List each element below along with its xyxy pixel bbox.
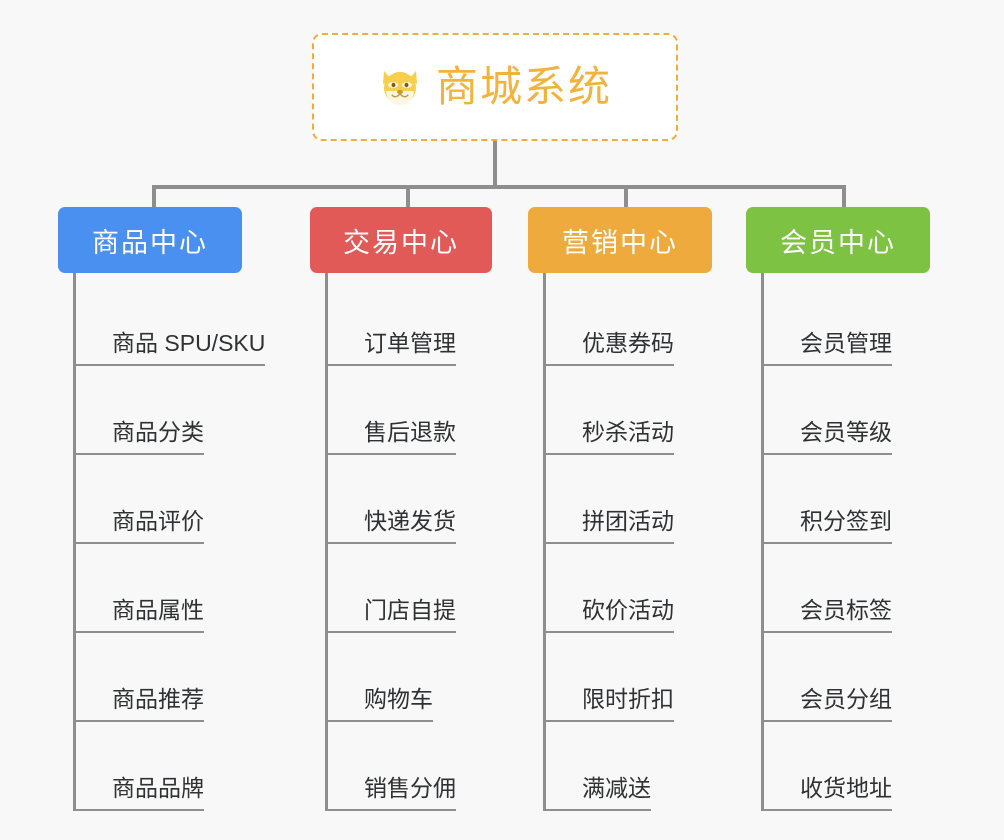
leaf-label: 售后退款: [328, 418, 456, 455]
leaf-item[interactable]: 会员等级: [764, 366, 930, 455]
leaf-label: 会员等级: [764, 418, 892, 455]
leaf-label: 门店自提: [328, 596, 456, 633]
leaf-label: 商品品牌: [76, 774, 204, 811]
leaf-item[interactable]: 商品推荐: [76, 633, 242, 722]
leaf-label: 秒杀活动: [546, 418, 674, 455]
branch-items-2: 优惠券码 秒杀活动 拼团活动 砍价活动 限时折扣 满减送: [543, 273, 712, 811]
leaf-item[interactable]: 优惠券码: [546, 277, 712, 366]
leaf-label: 收货地址: [764, 774, 892, 811]
leaf-item[interactable]: 快递发货: [328, 455, 492, 544]
connector-horizontal-bar: [152, 185, 846, 189]
category-header-3[interactable]: 会员中心: [746, 207, 930, 273]
leaf-item[interactable]: 订单管理: [328, 277, 492, 366]
leaf-item[interactable]: 会员管理: [764, 277, 930, 366]
leaf-label: 订单管理: [328, 329, 456, 366]
leaf-label: 商品分类: [76, 418, 204, 455]
leaf-item[interactable]: 满减送: [546, 722, 712, 811]
leaf-label: 商品属性: [76, 596, 204, 633]
root-node[interactable]: 商城系统: [312, 33, 678, 141]
leaf-label: 砍价活动: [546, 596, 674, 633]
leaf-item[interactable]: 商品分类: [76, 366, 242, 455]
leaf-item[interactable]: 积分签到: [764, 455, 930, 544]
leaf-item[interactable]: 限时折扣: [546, 633, 712, 722]
leaf-label: 限时折扣: [546, 685, 674, 722]
leaf-item[interactable]: 销售分佣: [328, 722, 492, 811]
connector-drop-1: [406, 185, 410, 207]
category-label: 会员中心: [780, 227, 896, 258]
category-header-1[interactable]: 交易中心: [310, 207, 492, 273]
leaf-label: 满减送: [546, 774, 651, 811]
branch-column-0: 商品中心 商品 SPU/SKU 商品分类 商品评价 商品属性 商品推荐 商品品牌: [58, 207, 266, 811]
leaf-item[interactable]: 砍价活动: [546, 544, 712, 633]
leaf-label: 会员标签: [764, 596, 892, 633]
leaf-label: 商品 SPU/SKU: [76, 329, 266, 366]
category-label: 交易中心: [343, 227, 459, 258]
leaf-label: 商品推荐: [76, 685, 204, 722]
leaf-item[interactable]: 门店自提: [328, 544, 492, 633]
branch-column-3: 会员中心 会员管理 会员等级 积分签到 会员标签 会员分组 收货地址: [746, 207, 930, 811]
leaf-item[interactable]: 会员分组: [764, 633, 930, 722]
leaf-item[interactable]: 秒杀活动: [546, 366, 712, 455]
branch-items-3: 会员管理 会员等级 积分签到 会员标签 会员分组 收货地址: [761, 273, 930, 811]
category-header-0[interactable]: 商品中心: [58, 207, 242, 273]
leaf-label: 会员分组: [764, 685, 892, 722]
leaf-item[interactable]: 拼团活动: [546, 455, 712, 544]
category-header-2[interactable]: 营销中心: [528, 207, 712, 273]
leaf-item[interactable]: 收货地址: [764, 722, 930, 811]
connector-drop-0: [152, 185, 156, 207]
leaf-item[interactable]: 商品品牌: [76, 722, 242, 811]
branch-items-1: 订单管理 售后退款 快递发货 门店自提 购物车 销售分佣: [325, 273, 492, 811]
connector-drop-3: [842, 185, 846, 207]
connector-drop-2: [624, 185, 628, 207]
leaf-label: 会员管理: [764, 329, 892, 366]
leaf-item[interactable]: 会员标签: [764, 544, 930, 633]
leaf-item[interactable]: 购物车: [328, 633, 492, 722]
connector-root-stem: [493, 141, 497, 187]
leaf-item[interactable]: 商品评价: [76, 455, 242, 544]
category-label: 营销中心: [562, 227, 678, 258]
branch-column-2: 营销中心 优惠券码 秒杀活动 拼团活动 砍价活动 限时折扣 满减送: [528, 207, 712, 811]
leaf-label: 购物车: [328, 685, 433, 722]
leaf-item[interactable]: 商品属性: [76, 544, 242, 633]
leaf-label: 拼团活动: [546, 507, 674, 544]
leaf-label: 商品评价: [76, 507, 204, 544]
leaf-label: 快递发货: [328, 507, 456, 544]
leaf-item[interactable]: 售后退款: [328, 366, 492, 455]
leaf-item[interactable]: 商品 SPU/SKU: [76, 277, 266, 366]
leaf-label: 积分签到: [764, 507, 892, 544]
leaf-label: 销售分佣: [328, 774, 456, 811]
branch-items-0: 商品 SPU/SKU 商品分类 商品评价 商品属性 商品推荐 商品品牌: [73, 273, 266, 811]
dog-face-icon: [378, 65, 422, 109]
category-label: 商品中心: [92, 227, 208, 258]
branch-column-1: 交易中心 订单管理 售后退款 快递发货 门店自提 购物车 销售分佣: [310, 207, 492, 811]
root-title: 商城系统: [435, 63, 612, 110]
leaf-label: 优惠券码: [546, 329, 674, 366]
